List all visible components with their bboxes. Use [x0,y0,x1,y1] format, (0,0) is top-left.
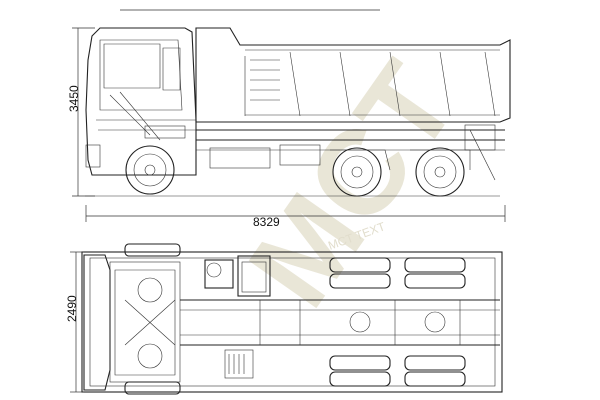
side-view: 3450 8329 [67,9,511,229]
height-dimension: 3450 [67,85,81,112]
top-view: 2490 [65,243,503,395]
watermark-text: MCT [223,40,482,330]
width-dimension: 2490 [65,295,79,322]
length-dimension: 8329 [253,215,280,229]
watermark: MCT MCT TEXT [223,40,482,330]
